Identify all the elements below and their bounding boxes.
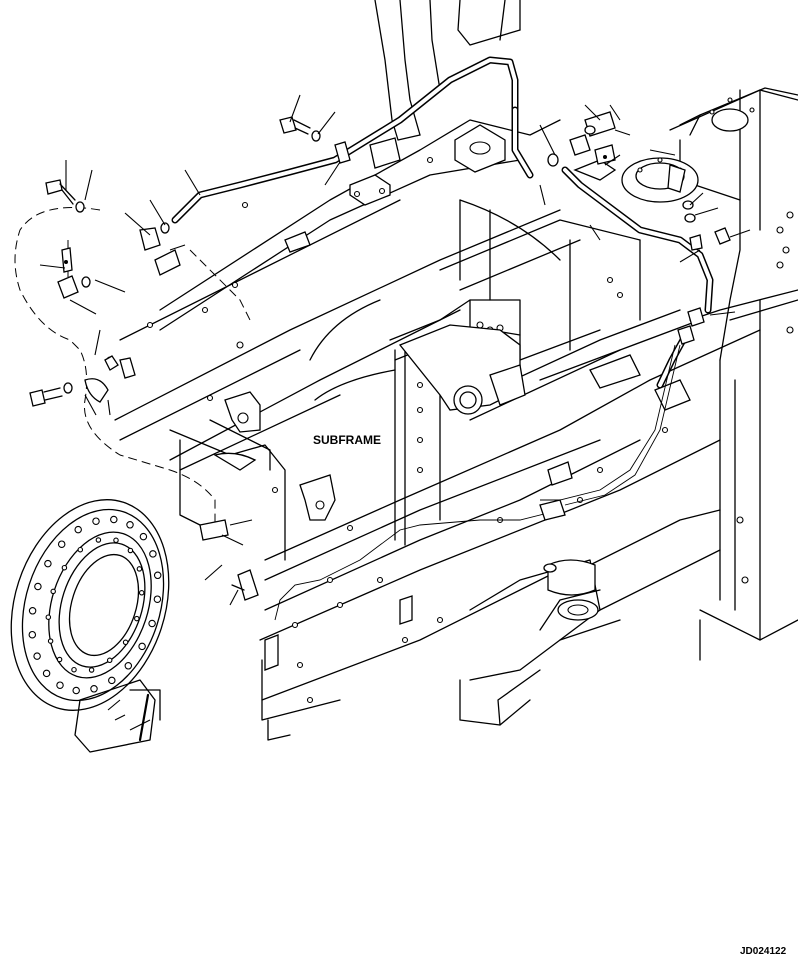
gear-bolt (127, 547, 134, 554)
gear-bolt (95, 537, 102, 543)
main-frame (114, 0, 798, 741)
gear-bolt (88, 667, 95, 673)
gear-bolt (108, 676, 116, 685)
gear-bolt (139, 532, 148, 541)
gear-bolt (42, 669, 51, 678)
gear-bolt (28, 607, 37, 615)
gear-bolt (50, 588, 56, 595)
gear-bolt (148, 619, 156, 628)
gear-bolt (153, 595, 162, 603)
gear-bolt (149, 550, 157, 558)
hose-routing (14, 56, 714, 621)
pivot-block (398, 324, 599, 621)
gear-bolt (72, 686, 80, 695)
gear-bolt (126, 521, 134, 529)
gear-bolt (45, 614, 52, 620)
gear-bolt (136, 566, 143, 572)
gear-bolt (61, 564, 68, 571)
gear-bolt (77, 546, 84, 553)
gear-bolt (106, 657, 113, 664)
gear-bolt (47, 638, 54, 644)
drawing-id-label: JD024122 (740, 946, 787, 957)
frame-brackets (213, 124, 691, 671)
fittings-top (279, 97, 755, 521)
gear-bolt (28, 630, 37, 639)
gear-bolt (90, 685, 98, 693)
callout-leaders (39, 94, 751, 731)
gear-bolt (56, 656, 63, 663)
gear-bolt (113, 537, 119, 544)
gear-bolt (57, 540, 66, 548)
gear-bolt-ring (28, 515, 162, 695)
gear-bolt (122, 639, 129, 646)
fittings-left (29, 179, 259, 601)
gear-bolt (74, 525, 82, 534)
gear-bolt (134, 615, 140, 622)
gear-bolt (34, 582, 42, 591)
gear-bolt (110, 515, 118, 524)
gear-bolt (92, 517, 100, 525)
gear-bolt (71, 666, 77, 673)
gear-bolt (33, 652, 41, 660)
gear-bolt (138, 642, 146, 651)
subframe-label: SUBFRAME (313, 433, 381, 447)
gear-bolt (138, 590, 145, 596)
gear-bolt (44, 559, 52, 568)
gear-bolt (124, 662, 133, 670)
gear-bolt (153, 571, 162, 580)
gear-bolt (56, 681, 64, 689)
